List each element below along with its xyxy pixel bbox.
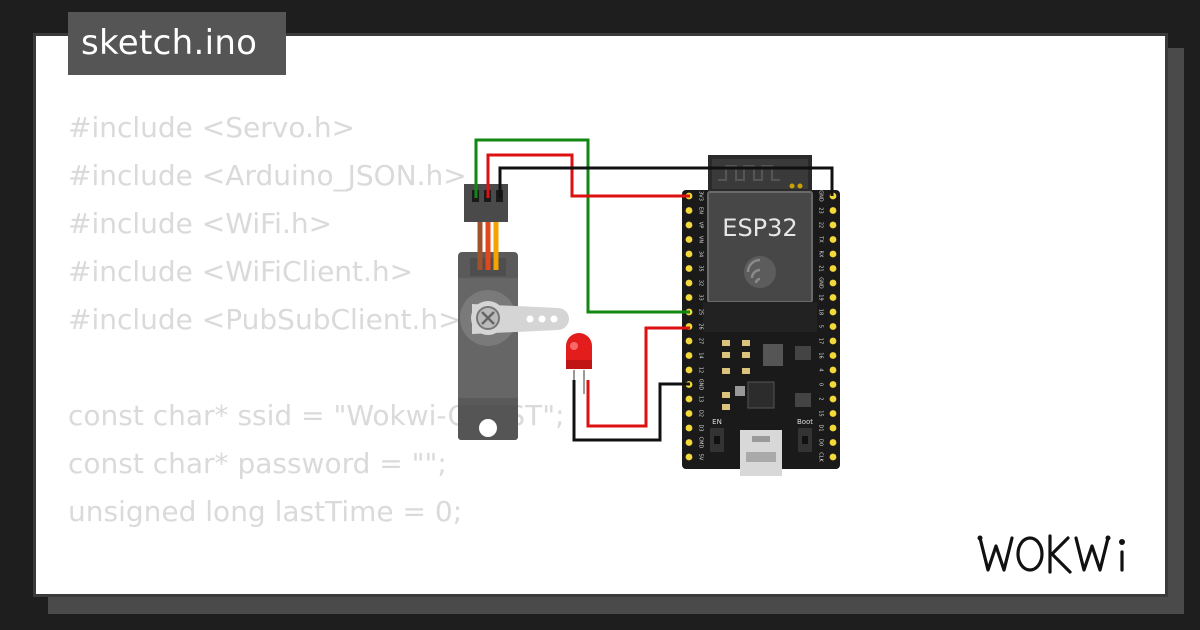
pin-label: CLK	[818, 452, 824, 462]
pin-label: 22	[818, 222, 824, 228]
pin-left-en[interactable]	[685, 207, 693, 214]
pin-label: 12	[698, 367, 704, 373]
wire-power-red	[486, 153, 690, 198]
chip-label: ESP32	[722, 214, 797, 242]
code-line: const char* ssid = "Wokwi-GUEST";	[68, 399, 565, 432]
pin-right-rx[interactable]	[829, 250, 837, 258]
pin-right-17[interactable]	[829, 337, 837, 345]
pin-label: 3V3	[698, 191, 704, 201]
pin-right-tx[interactable]	[829, 236, 837, 243]
code-line: #include <WiFiClient.h>	[68, 255, 414, 288]
code-line: #include <Arduino_JSON.h>	[68, 159, 467, 192]
pin-label: 18	[818, 309, 824, 315]
pin-label: 5V	[698, 454, 704, 461]
pin-label: 25	[698, 309, 704, 315]
pin-label: EN	[698, 207, 704, 214]
pin-label: 4	[818, 368, 824, 371]
pin-right-21[interactable]	[829, 265, 837, 272]
wire-signal-green	[474, 138, 690, 314]
pin-label: 21	[818, 265, 824, 271]
preview-card: #include <Servo.h> #include <Arduino_JSON…	[33, 33, 1168, 597]
pin-label: 19	[818, 294, 824, 300]
pin-label: GND	[818, 190, 824, 202]
code-line: #include <PubSubClient.h>	[68, 303, 462, 336]
pin-left-35[interactable]	[685, 265, 693, 272]
pin-left-14[interactable]	[685, 352, 693, 359]
pin-label: 0	[818, 383, 824, 386]
pin-left-27[interactable]	[685, 337, 693, 345]
pin-label: D2	[698, 410, 704, 417]
pin-label: 35	[698, 265, 704, 271]
pin-label: 27	[698, 338, 704, 344]
pin-left-vn[interactable]	[685, 236, 693, 243]
pin-label: 23	[818, 207, 824, 213]
pin-right-4[interactable]	[829, 366, 837, 374]
pin-left-13[interactable]	[685, 395, 693, 403]
pin-label: 2	[818, 397, 824, 400]
wire-ground-black	[498, 166, 834, 198]
pin-right-23[interactable]	[829, 207, 837, 214]
pin-left-cmd[interactable]	[685, 439, 693, 446]
pin-right-gnd[interactable]	[829, 279, 837, 287]
pin-label: GND	[698, 379, 704, 391]
pin-left-12[interactable]	[685, 366, 693, 374]
wokwi-logo-icon	[977, 534, 1125, 574]
pin-label: 15	[818, 410, 824, 416]
pin-label: 13	[698, 396, 704, 402]
file-tab[interactable]: sketch.ino	[68, 12, 286, 75]
pin-right-d1[interactable]	[829, 424, 837, 432]
pin-right-0[interactable]	[829, 381, 837, 388]
servo-motor[interactable]	[458, 184, 569, 440]
pin-label: D0	[818, 439, 824, 446]
pin-right-19[interactable]	[829, 294, 837, 301]
pin-right-15[interactable]	[829, 410, 837, 417]
pin-right-clk[interactable]	[829, 453, 837, 461]
pin-label: 33	[698, 294, 704, 300]
pin-label: 32	[698, 280, 704, 286]
pin-label: 5	[818, 325, 824, 328]
pin-label: RX	[818, 251, 824, 258]
pin-label: 34	[698, 251, 704, 257]
code-line: const char* mqtt_server = "broker.hivemq…	[68, 584, 753, 594]
pin-left-33[interactable]	[685, 294, 693, 301]
pin-label: VN	[698, 236, 704, 243]
code-line: const char* password = "";	[68, 447, 447, 480]
en-label: EN	[712, 418, 722, 426]
pin-left-vp[interactable]	[685, 221, 693, 229]
esp32-board[interactable]: ESP32 EN Boot	[682, 155, 840, 476]
pin-right-d0[interactable]	[829, 439, 837, 446]
pin-right-2[interactable]	[829, 395, 837, 403]
code-line: #include <Servo.h>	[68, 111, 356, 144]
pin-label: D3	[698, 424, 704, 431]
pin-left-d2[interactable]	[685, 410, 693, 417]
pin-left-34[interactable]	[685, 250, 693, 258]
pin-right-16[interactable]	[829, 352, 837, 359]
code-line: unsigned long lastTime = 0;	[68, 495, 463, 528]
pin-right-22[interactable]	[829, 221, 837, 229]
code-line: #include <WiFi.h>	[68, 207, 333, 240]
pin-label: TX	[818, 235, 824, 243]
pin-label: 16	[818, 352, 824, 358]
pin-label: 26	[698, 323, 704, 329]
wire-led-red	[586, 326, 690, 428]
pin-left-d3[interactable]	[685, 424, 693, 432]
pin-label: GND	[818, 277, 824, 289]
pin-label: 14	[698, 352, 704, 358]
boot-label: Boot	[797, 418, 813, 426]
pin-left-5v[interactable]	[685, 453, 693, 461]
espressif-logo-icon	[744, 256, 776, 288]
pin-right-5[interactable]	[829, 323, 837, 330]
pin-right-18[interactable]	[829, 308, 837, 316]
wire-led-ground	[572, 380, 690, 442]
code-preview: #include <Servo.h> #include <Arduino_JSON…	[68, 104, 753, 594]
pin-label: 17	[818, 338, 824, 344]
pin-left-32[interactable]	[685, 279, 693, 287]
pin-label: D1	[818, 424, 824, 431]
pin-label: VP	[698, 222, 704, 228]
pin-label: CMD	[698, 437, 704, 449]
